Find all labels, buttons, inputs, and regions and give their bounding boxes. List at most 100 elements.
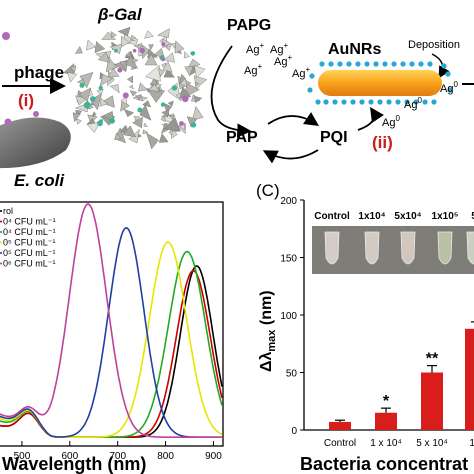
aunrs-label: AuNRs [328, 41, 381, 58]
deposition-arrow [431, 53, 450, 79]
y-tick-label: 50 [286, 369, 298, 380]
crystal-shape [109, 84, 120, 94]
enzyme-dot [97, 120, 103, 127]
crystal-shape [138, 82, 148, 92]
silver-dot [441, 63, 447, 69]
silver-dot [382, 61, 388, 67]
x-tick-label: 1 x 10⁴ [370, 438, 402, 449]
crystal-shape [129, 84, 134, 90]
x-tick-label: 5 x 10⁴ [416, 438, 448, 449]
silver-dot [447, 87, 453, 93]
legend-label: rol [3, 206, 13, 216]
silver-dot [445, 71, 451, 77]
silver-dot [341, 99, 347, 105]
significance-mark: * [383, 393, 390, 410]
crystal-shape [168, 115, 176, 120]
crystal-shape [134, 95, 142, 101]
svg-text:Ag+: Ag+ [244, 62, 262, 77]
crystal-shape [132, 116, 143, 129]
enzyme-dot [139, 47, 145, 54]
crystal-shape [99, 98, 108, 107]
silver-dot [427, 61, 433, 67]
crystal-shape [139, 104, 152, 121]
crystal-shape [148, 84, 160, 92]
crystal-shape [128, 39, 139, 48]
pqi-to-rod-arrow [357, 107, 384, 131]
crystal-shape [194, 96, 203, 104]
crystal-shape [148, 44, 154, 51]
x-tick-label: 1 x [469, 438, 474, 449]
crystal-shape [120, 35, 130, 48]
svg-text:Ag+: Ag+ [270, 41, 288, 56]
enzyme-dot [137, 107, 143, 113]
crystal-shape [160, 115, 166, 123]
enzyme-dot [190, 51, 196, 56]
vial-photo-labels: Control1x10⁴5x10⁴1x10⁵5 [314, 211, 474, 222]
crystal-shape [179, 78, 188, 87]
crystal-shape [157, 67, 165, 78]
phage-icon [2, 32, 10, 40]
vial-tube [364, 231, 380, 265]
enzyme-dot [109, 117, 115, 124]
crystal-shape [144, 64, 161, 82]
enzyme-dot [122, 92, 129, 99]
vial-tube [324, 231, 340, 265]
silver-dot [391, 61, 397, 67]
bar [465, 328, 474, 430]
silver-dot [413, 99, 419, 105]
crystal-shape [107, 67, 120, 78]
crystal-shape [163, 117, 181, 132]
enzyme-dot [161, 42, 166, 47]
silver-dot [377, 99, 383, 105]
spectra-plot-frame [0, 201, 224, 447]
silver-dot [368, 99, 374, 105]
crystal-shape [142, 100, 152, 108]
beta-gal-label: β-Gal [97, 5, 143, 24]
y-tick-label: 100 [280, 311, 297, 322]
crystal-shape [86, 39, 97, 51]
spectra-x-axis-label: Wavelength (nm) [2, 454, 146, 474]
x-tick-label: 800 [157, 451, 174, 462]
crystal-shape [134, 116, 141, 122]
crystal-shape [96, 89, 104, 96]
pap-label: PAP [226, 129, 258, 146]
significance-mark: ** [426, 351, 439, 368]
silver-dot [418, 61, 424, 67]
pqi-to-pap-arrow [262, 149, 319, 164]
crystal-shape [126, 75, 134, 84]
crystal-shape [162, 60, 173, 73]
svg-text:Ag+: Ag+ [246, 41, 264, 56]
silver-dot [323, 99, 329, 105]
deposition-label: Deposition [408, 39, 460, 51]
legend-label: 0⁵ CFU mL⁻¹ [3, 248, 55, 258]
vial-tube [437, 231, 453, 265]
enzyme-dot [179, 121, 184, 126]
spectra-lines [0, 203, 223, 438]
crystal-shape [168, 129, 173, 136]
silver-dot [307, 87, 313, 93]
crystal-shape [174, 40, 185, 54]
crystal-shape [144, 53, 158, 66]
bar-y-axis-label: Δλmax (nm) [258, 290, 278, 372]
crystal-shape [117, 26, 131, 37]
ecoli-label: E. coli [14, 171, 65, 190]
x-tick-label: 700 [109, 451, 126, 462]
crystal-shape [132, 57, 139, 64]
crystal-shape [144, 30, 154, 39]
crystal-shape [97, 51, 111, 63]
crystal-shape [99, 74, 114, 87]
silver-dot [332, 99, 338, 105]
enzyme-dot [190, 122, 197, 128]
crystal-shape [163, 52, 175, 63]
enzyme-dot [161, 57, 165, 62]
pap-to-pqi-arrow [267, 112, 319, 126]
crystal-shape [94, 41, 106, 54]
panel-c-label: (C) [256, 181, 280, 200]
silver-dot [373, 61, 379, 67]
vial-tubes [324, 231, 474, 265]
crystal-shape [167, 100, 174, 107]
silver-dot [395, 99, 401, 105]
